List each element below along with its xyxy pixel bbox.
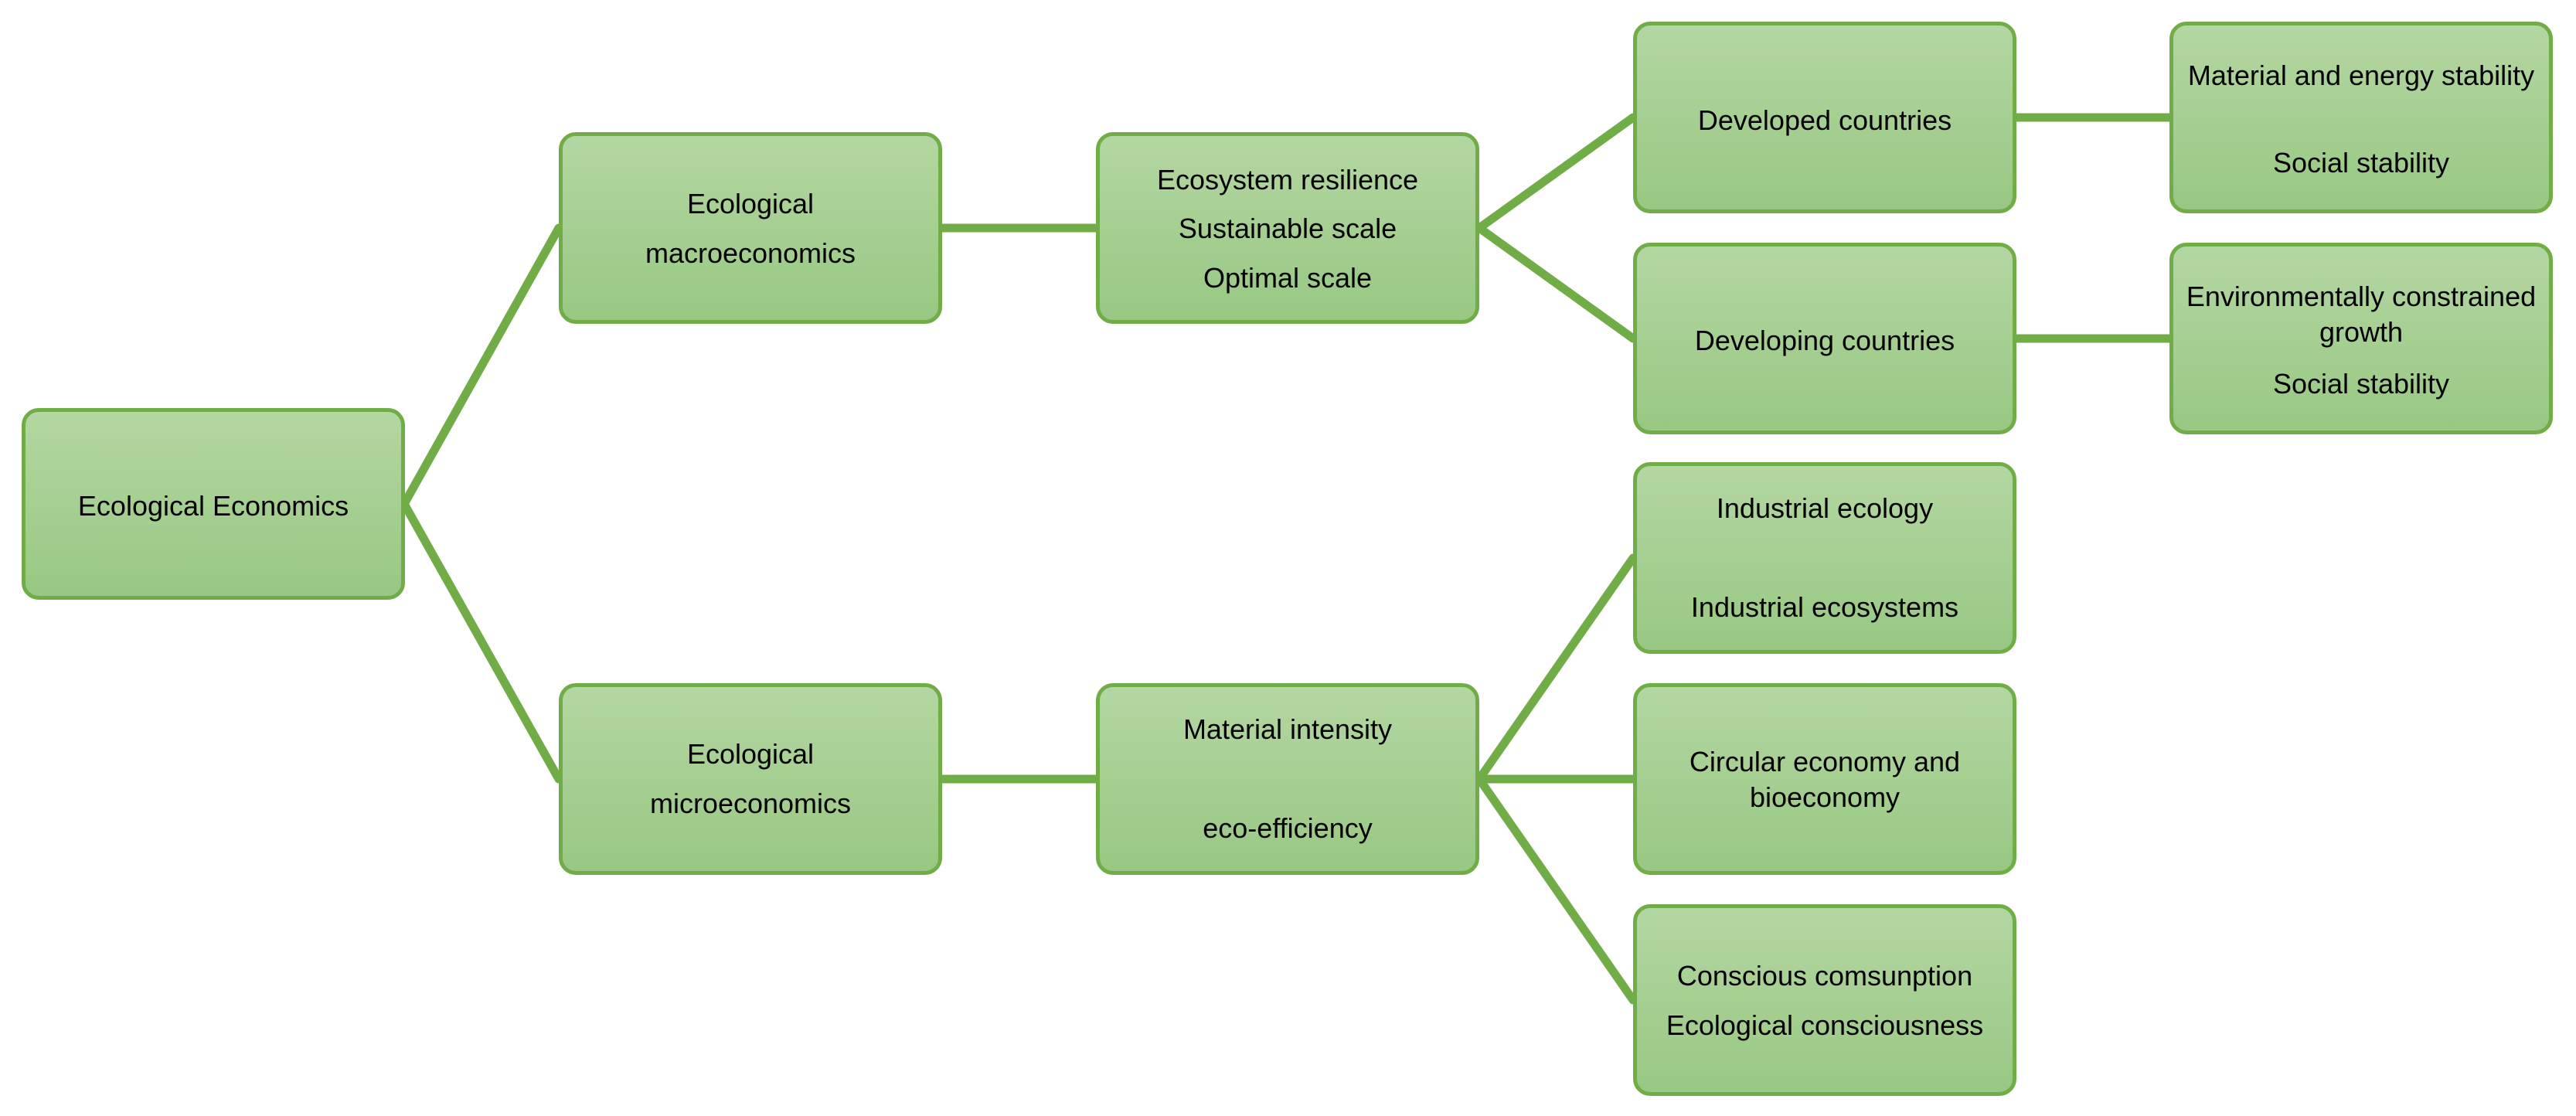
node-environmentally-constrained-growth: Environmentally constrained growth Socia… — [2169, 243, 2553, 434]
node-developed-countries: Developed countries — [1633, 22, 2016, 213]
node-label-line1: Ecological — [686, 188, 815, 219]
connector-root-micro — [400, 499, 563, 784]
node-label-line2: macroeconomics — [645, 237, 856, 269]
node-circular-economy: Circular economy and bioeconomy — [1633, 683, 2016, 875]
node-label-line2: Ecological consciousness — [1666, 1009, 1984, 1041]
node-industrial-ecology: Industrial ecology Industrial ecosystems — [1633, 462, 2016, 654]
node-label-line2: microeconomics — [649, 788, 852, 819]
node-material-intensity: Material intensity eco-efficiency — [1096, 683, 1479, 875]
node-label-line1: Ecosystem resilience — [1156, 164, 1419, 196]
node-ecological-macroeconomics: Ecological macroeconomics — [559, 132, 942, 324]
node-label-line3: Optimal scale — [1203, 262, 1373, 294]
node-ecological-economics: Ecological Economics — [22, 408, 405, 600]
node-label-line1: Environmentally constrained growth — [2186, 281, 2537, 348]
node-label-line1: Material intensity — [1183, 713, 1393, 745]
node-ecosystem-resilience: Ecosystem resilience Sustainable scale O… — [1096, 132, 1479, 324]
node-material-energy-stability: Material and energy stability Social sta… — [2169, 22, 2553, 213]
node-label: Developing countries — [1694, 325, 1955, 356]
connector-scale-developing — [1475, 223, 1638, 343]
node-label-line2: Social stability — [2272, 368, 2450, 400]
node-label: Circular economy and bioeconomy — [1689, 746, 1961, 813]
connector-scale-developed — [1475, 113, 1638, 233]
node-label-line2: Social stability — [2272, 147, 2450, 179]
connector-root-macro — [400, 223, 563, 509]
node-label-line1: Conscious comsunption — [1676, 960, 1973, 992]
node-label-line1: Ecological — [686, 738, 815, 770]
node-label-line1: Industrial ecology — [1716, 492, 1934, 524]
node-developing-countries: Developing countries — [1633, 243, 2016, 434]
node-label-line2: Sustainable scale — [1178, 213, 1397, 244]
node-label: Ecological Economics — [77, 490, 349, 522]
node-label-line2: eco-efficiency — [1203, 812, 1373, 844]
node-conscious-consumption: Conscious comsunption Ecological conscio… — [1633, 904, 2016, 1096]
node-label-line1: Material and energy stability — [2187, 60, 2535, 91]
node-label-line2: Industrial ecosystems — [1690, 591, 1959, 623]
node-label: Developed countries — [1697, 104, 1952, 136]
connector-intensity-industrial — [1475, 553, 1638, 784]
node-ecological-microeconomics: Ecological microeconomics — [559, 683, 942, 875]
connector-intensity-conscious — [1475, 774, 1638, 1005]
